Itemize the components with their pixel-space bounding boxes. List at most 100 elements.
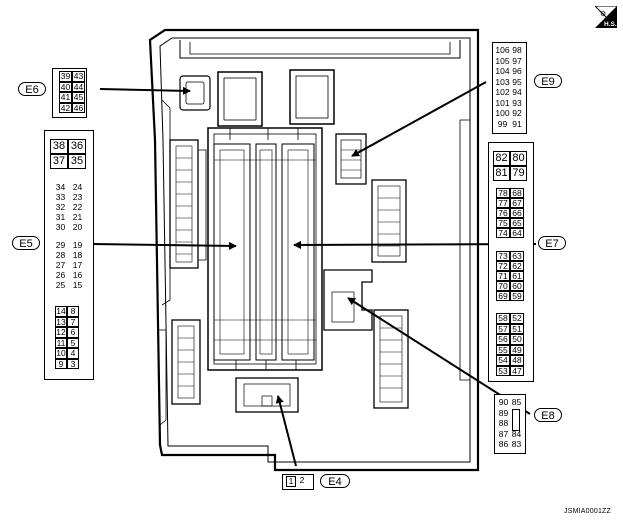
e9-pin: 99	[497, 118, 508, 129]
e7-pin: 52	[510, 313, 524, 324]
e5-connector-face: 38 36 37 35 34 24 33 23 32 22 31 21 30 2…	[44, 130, 94, 380]
e5-pin: 37	[50, 154, 68, 169]
e7-pin: 50	[510, 334, 524, 345]
e5-pin: 36	[68, 139, 86, 154]
e9-pin: 105	[495, 55, 510, 66]
e7-pin: 65	[510, 218, 524, 228]
e5-pin: 29	[55, 240, 66, 250]
e9-socket	[335, 133, 367, 185]
e7-pin: 59	[510, 291, 524, 301]
e7-pin: 54	[496, 355, 510, 366]
e7-pin: 71	[496, 271, 510, 281]
e5-block-a: 38 36 37 35	[50, 139, 86, 169]
e7-pin: 51	[510, 323, 524, 334]
e9-pin: 96	[512, 66, 522, 76]
e8-callout: E8	[534, 408, 562, 422]
e7-pin: 69	[496, 291, 510, 301]
e8-pin-grid: 90 85 89 88 87 84 86 83	[497, 398, 523, 451]
e9-pin: 98	[512, 45, 522, 55]
e5-pin: 17	[72, 260, 83, 270]
svg-text:⚙: ⚙	[600, 10, 606, 18]
e7-block-b: 78 68 77 67 76 66 75 65 74 64	[496, 188, 524, 238]
e6-pin: 46	[72, 102, 85, 113]
e7-pin: 64	[510, 228, 524, 238]
e7-block-c: 73 63 72 62 71 61 70 60 69 59	[496, 251, 524, 301]
e9-callout: E9	[534, 74, 562, 88]
e5-pin: 15	[72, 280, 83, 290]
e5-pin: 32	[55, 202, 66, 212]
e9-pin: 97	[512, 55, 522, 66]
e9-pin: 104	[495, 66, 510, 76]
e5-pin: 21	[72, 212, 83, 222]
e5-pin: 25	[55, 280, 66, 290]
e5-pin: 9	[55, 358, 67, 369]
hs-icon-label: H.S.	[604, 21, 617, 28]
e7-pin: 55	[496, 344, 510, 355]
e5-pin: 3	[67, 358, 79, 369]
e5-pin: 24	[72, 182, 83, 192]
e7-pin: 74	[496, 228, 510, 238]
e9-pin: 91	[512, 118, 522, 129]
e7-pin: 75	[496, 218, 510, 228]
e7-pin: 56	[496, 334, 510, 345]
e5-pin: 28	[55, 250, 66, 260]
e5-pin: 33	[55, 192, 66, 202]
hs-service-icon: ⚙ H.S.	[593, 5, 618, 30]
e7-pin: 80	[510, 151, 527, 166]
e5-pin: 6	[67, 327, 79, 338]
e5-pin: 34	[55, 182, 66, 192]
central-relay-block	[207, 127, 323, 371]
e7-pin: 77	[496, 198, 510, 208]
e7-pin: 47	[510, 365, 524, 376]
e7-connector-face: 82 80 81 79 78 68 77 67 76 66 75 65 74 6…	[488, 142, 534, 382]
e7-block-a: 82 80 81 79	[493, 151, 527, 181]
e5-pin: 7	[67, 316, 79, 327]
e7-pin: 60	[510, 281, 524, 291]
lower-right-socket	[373, 309, 409, 409]
e6-pin: 39	[59, 71, 72, 82]
e9-pin: 92	[512, 108, 522, 118]
e4-pin: 2	[299, 475, 305, 485]
e6-pin: 44	[72, 81, 85, 92]
e5-pin: 38	[50, 139, 68, 154]
e9-pin: 102	[495, 87, 510, 97]
e7-pin: 81	[493, 166, 510, 181]
e9-connector-face: 106 98 105 97 104 96 103 95 102 94 101 9…	[492, 42, 527, 134]
e6-connector-face: 39 43 40 44 41 45 42 46	[52, 68, 87, 118]
e5-pin: 26	[55, 270, 66, 280]
e7-callout: E7	[538, 236, 566, 250]
e7-pin: 63	[510, 251, 524, 261]
e5-block-b: 34 24 33 23 32 22 31 21 30 20	[52, 183, 86, 233]
e6-pin: 42	[59, 102, 72, 113]
e6-arrow	[99, 86, 191, 95]
e9-pin: 95	[512, 76, 522, 87]
e5-arrow	[91, 241, 237, 250]
e9-pin: 101	[495, 97, 510, 108]
e6-pin: 45	[72, 92, 85, 103]
e7-pin: 53	[496, 365, 510, 376]
e5-pin: 4	[67, 348, 79, 359]
e7-pin: 68	[510, 188, 524, 198]
e5-pin: 13	[55, 316, 67, 327]
figure-id: JSMIA0001ZZ	[564, 508, 611, 515]
e7-pin: 72	[496, 261, 510, 271]
e4-pin: 1	[286, 476, 296, 487]
e5-pin: 30	[55, 222, 66, 232]
e6-pin-grid: 39 43 40 44 41 45 42 46	[59, 71, 85, 113]
e5-pin: 18	[72, 250, 83, 260]
e7-pin: 62	[510, 261, 524, 271]
e9-pin: 94	[512, 87, 522, 97]
e4-socket	[235, 377, 299, 413]
e7-pin: 79	[510, 166, 527, 181]
e6-socket	[179, 69, 335, 127]
e9-arrow	[351, 81, 487, 157]
e7-pin: 70	[496, 281, 510, 291]
e8-pin: 90	[498, 397, 509, 407]
e7-pin: 82	[493, 151, 510, 166]
e5-pin: 35	[68, 154, 86, 169]
e8-pin: 88	[498, 418, 509, 428]
e7-block-d: 58 52 57 51 56 50 55 49 54 48 53 47	[496, 313, 524, 376]
e4-connector-face: 1 2	[282, 474, 314, 490]
lower-left-socket	[171, 319, 201, 405]
e5-pin: 11	[55, 337, 67, 348]
